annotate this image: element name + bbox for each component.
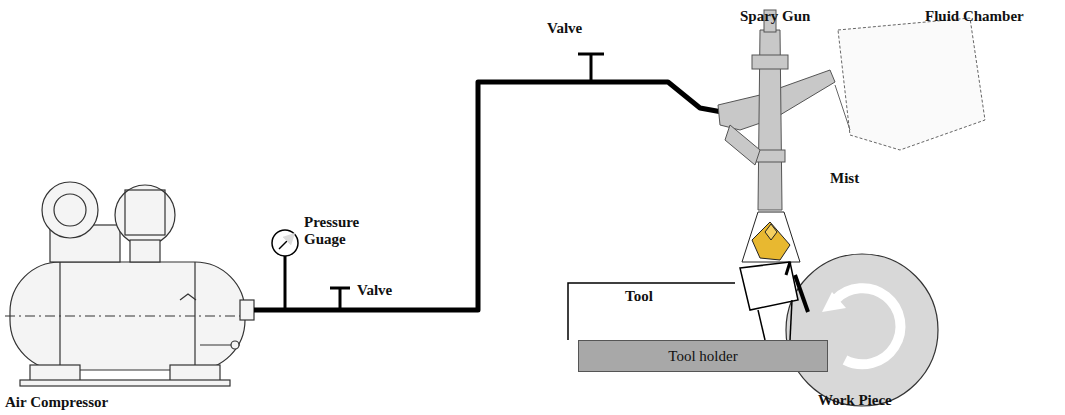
mist-label: Mist <box>830 170 859 187</box>
node-text: Tool holder <box>668 348 737 365</box>
spray-gun-label: Spary Gun <box>740 8 810 25</box>
pressure-gauge-label: Pressure Guage <box>304 214 374 247</box>
tool-label: Tool <box>625 288 653 305</box>
valve-label: Valve <box>547 20 582 37</box>
tool-holder-block: Tool holder <box>578 340 828 372</box>
valve-label: Valve <box>357 282 392 299</box>
work-piece-label: Work Piece <box>818 392 892 409</box>
fluid-chamber-label: Fluid Chamber <box>925 8 1024 25</box>
air-compressor-label: Air Compressor <box>5 394 108 411</box>
